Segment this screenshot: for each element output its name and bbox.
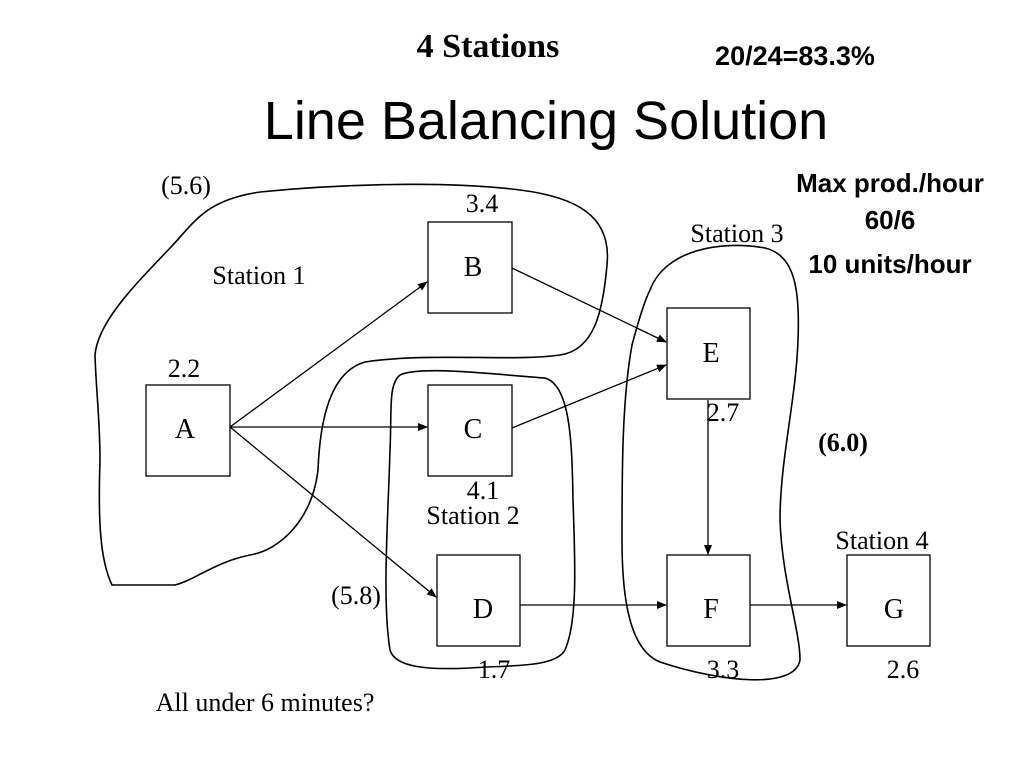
station-4-label: Station 4: [835, 526, 928, 555]
max-prod-line3: 10 units/hour: [808, 249, 971, 279]
stations-heading: 4 Stations: [417, 28, 560, 65]
arrow-b-e: [511, 267, 667, 343]
task-box-c: C: [427, 384, 513, 477]
station-1-outline: [94, 183, 609, 586]
task-box-g: G: [846, 554, 931, 647]
arrow-c-e: [511, 364, 667, 429]
station-2-total: (5.8): [331, 581, 381, 610]
task-box-e: E: [666, 307, 751, 400]
task-id: G: [884, 594, 904, 625]
task-box-a: A: [145, 384, 231, 477]
station-1-label: Station 1: [212, 261, 305, 290]
station-3-outline: [621, 244, 801, 681]
max-prod-line1: Max prod./hour: [796, 168, 984, 198]
task-id: F: [703, 594, 719, 625]
arrow-a-b: [229, 281, 428, 428]
task-time-a: 2.2: [168, 354, 201, 383]
task-time-d: 1.7: [478, 655, 511, 684]
page-title: Line Balancing Solution: [264, 91, 828, 151]
station-3-total: (6.0): [818, 428, 868, 457]
task-box-b: B: [427, 221, 513, 314]
efficiency-label: 20/24=83.3%: [715, 41, 875, 71]
station-1-total: (5.6): [161, 171, 211, 200]
station-2-outline: [385, 369, 576, 670]
task-id: C: [464, 414, 483, 445]
station-2-label: Station 2: [426, 501, 519, 530]
task-id: D: [473, 594, 493, 625]
precedence-arrows: [229, 267, 847, 609]
task-time-b: 3.4: [466, 189, 499, 218]
task-id: A: [175, 414, 196, 445]
task-box-f: F: [666, 554, 751, 647]
max-prod-line2: 60/6: [865, 205, 916, 235]
task-time-e: 2.7: [707, 398, 740, 427]
task-time-c: 4.1: [467, 476, 500, 505]
task-time-g: 2.6: [887, 655, 920, 684]
footer-question: All under 6 minutes?: [156, 688, 375, 717]
station-3-label: Station 3: [690, 219, 783, 248]
task-box-d: D: [436, 554, 521, 647]
task-time-f: 3.3: [707, 655, 740, 684]
task-id: B: [464, 252, 483, 283]
arrow-a-d: [229, 426, 437, 598]
task-id: E: [702, 338, 719, 369]
